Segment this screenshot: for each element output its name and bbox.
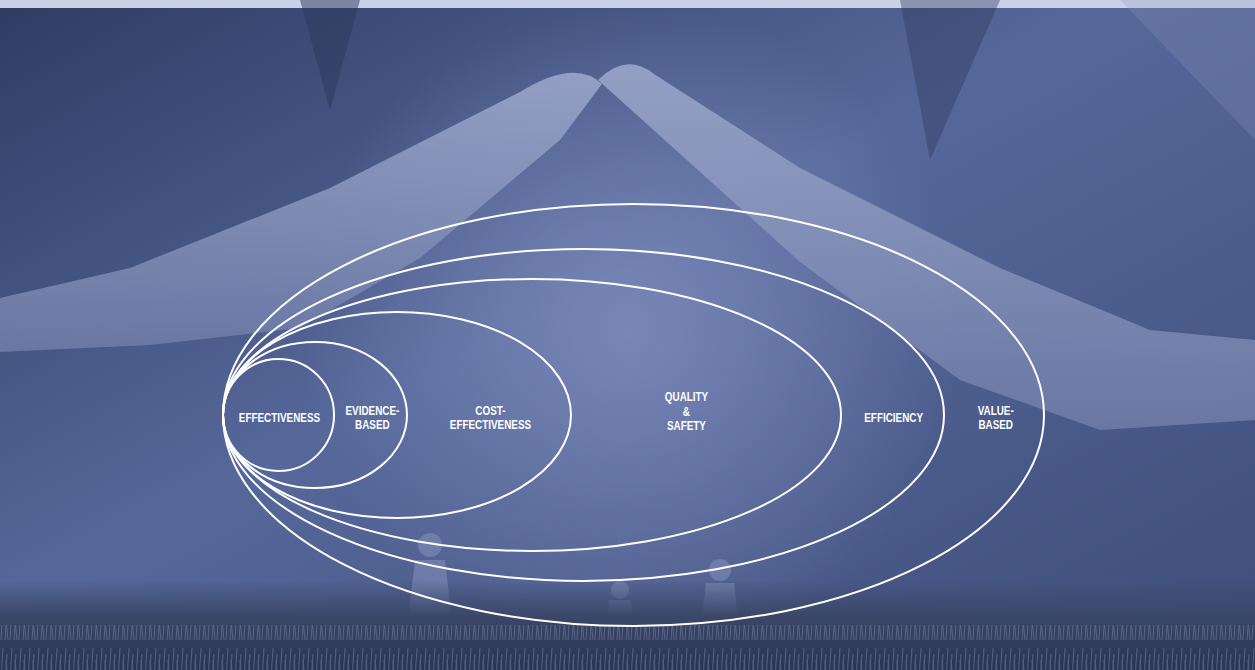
- ellipse-line: [223, 279, 841, 551]
- region-label: QUALITY & SAFETY: [664, 390, 707, 434]
- label-holder: EFFECTIVENESS: [238, 411, 319, 426]
- ellipse-region: VALUE- BASED EFFICIENCY QUALITY & SAFETY CO…: [222, 203, 1045, 627]
- label-holder: VALUE- BASED: [977, 404, 1013, 433]
- label-holder: EVIDENCE- BASED: [345, 404, 399, 433]
- ellipse-line: [223, 359, 334, 471]
- region-label: EFFECTIVENESS: [238, 411, 319, 426]
- label-holder: EFFICIENCY: [864, 411, 923, 426]
- ellipse-line: [223, 312, 571, 518]
- ellipse-region: COST- EFFECTIVENESS EVIDENCE- BASED EFFECT…: [222, 311, 572, 519]
- region-label: EVIDENCE- BASED: [345, 404, 399, 433]
- ellipse-line: [223, 342, 407, 488]
- ellipse-line: [223, 204, 1044, 626]
- ellipse-region: QUALITY & SAFETY COST- EFFECTIVENESS EVIDE…: [222, 278, 842, 552]
- region-label: EFFICIENCY: [864, 411, 923, 426]
- ellipse-outline: [222, 248, 945, 582]
- region-label: COST- EFFECTIVENESS: [449, 404, 530, 433]
- label-holder: COST- EFFECTIVENESS: [449, 404, 530, 433]
- ellipse-region: EVIDENCE- BASED EFFECTIVENESS: [222, 341, 408, 489]
- label-holder: QUALITY & SAFETY: [664, 390, 707, 434]
- ellipse-region: EFFICIENCY QUALITY & SAFETY COST- EFFECTIV…: [222, 248, 945, 582]
- ellipse-region: EFFECTIVENESS: [222, 358, 335, 472]
- ellipse-line: [223, 249, 944, 581]
- region-label: VALUE- BASED: [977, 404, 1013, 433]
